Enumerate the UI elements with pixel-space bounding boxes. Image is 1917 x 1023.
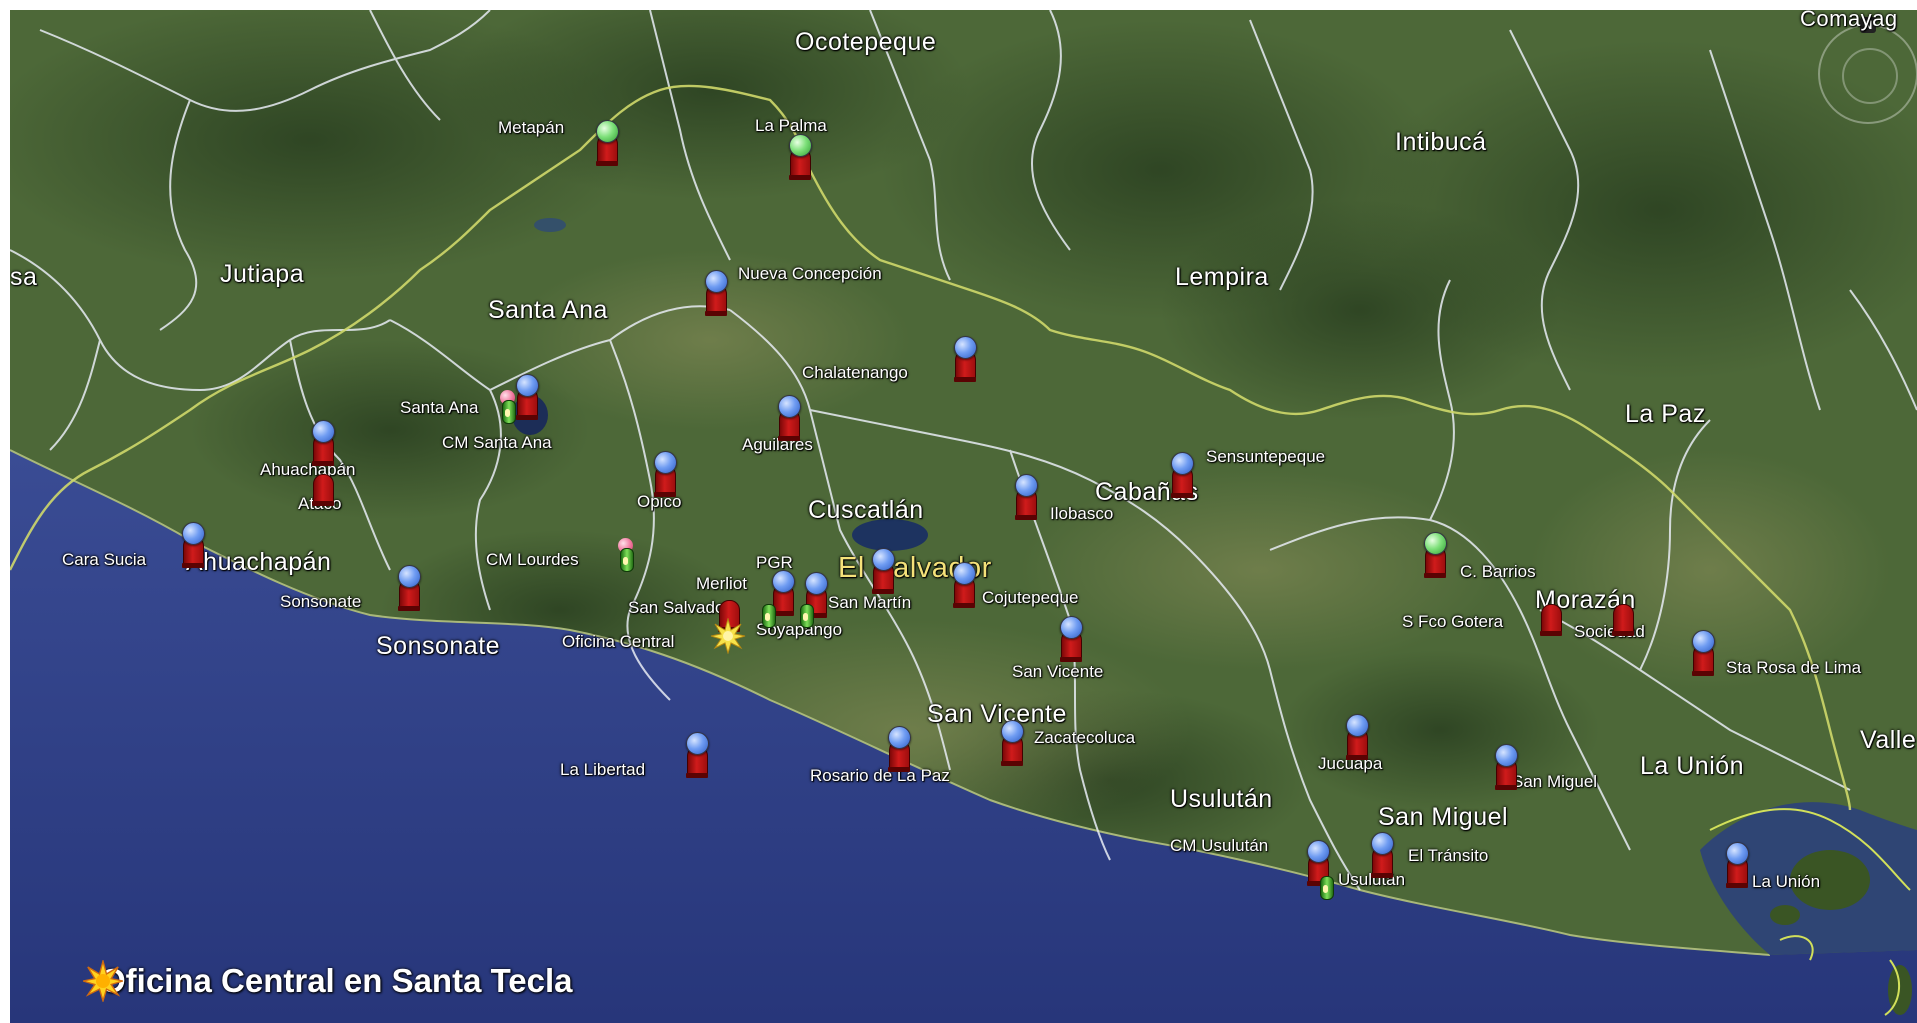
place-label-c-barrios: C. Barrios xyxy=(1460,562,1536,581)
place-label-zacatecoluca: Zacatecoluca xyxy=(1034,728,1136,747)
region-label-usulutan: Usulután xyxy=(1170,785,1273,813)
place-label-santa-ana: Santa Ana xyxy=(400,398,479,417)
marker-zacatecoluca[interactable] xyxy=(999,720,1025,768)
map-view[interactable]: N Ocotepeque Intibucá Lempira La Paz Jut… xyxy=(10,10,1917,1023)
marker-pgr[interactable] xyxy=(870,548,896,596)
marker-ahuachapan[interactable] xyxy=(310,420,336,468)
compass-north-label: N xyxy=(1860,17,1876,33)
sun-star-icon xyxy=(710,618,746,654)
marker-la-libertad[interactable] xyxy=(684,732,710,780)
marker-el-transito[interactable] xyxy=(1369,832,1395,880)
place-label-chalatenango: Chalatenango xyxy=(802,363,908,382)
place-label-la-palma: La Palma xyxy=(755,116,827,135)
marker-usulutan[interactable] xyxy=(1316,866,1336,900)
marker-sociedad[interactable] xyxy=(1610,590,1636,638)
marker-sensuntepeque[interactable] xyxy=(1169,452,1195,500)
place-label-ilobasco: Ilobasco xyxy=(1050,504,1114,523)
region-label-comayagua: Comayag xyxy=(1800,10,1898,31)
marker-rosario-de-la-paz[interactable] xyxy=(886,726,912,774)
place-label-oficina-central: Oficina Central xyxy=(562,632,675,651)
marker-cojutepeque[interactable] xyxy=(951,562,977,610)
marker-cara-sucia[interactable] xyxy=(180,522,206,570)
marker-san-miguel[interactable] xyxy=(1493,744,1519,792)
place-label-san-vicente: San Vicente xyxy=(1012,662,1104,681)
region-label-san-vicente: San Vicente xyxy=(927,700,1067,728)
place-label-metapan: Metapán xyxy=(498,118,565,137)
place-label-sonsonate: Sonsonate xyxy=(280,592,362,611)
place-label-cara-sucia: Cara Sucia xyxy=(62,550,147,569)
region-label-la-union: La Unión xyxy=(1640,752,1745,780)
place-label-la-union: La Unión xyxy=(1752,872,1821,891)
region-label-valle: Valle xyxy=(1860,726,1917,754)
region-label-jutiapa: Jutiapa xyxy=(220,260,305,288)
marker-opico[interactable] xyxy=(652,451,678,499)
place-label-el-transito: El Tránsito xyxy=(1408,846,1489,865)
marker-jucuapa[interactable] xyxy=(1344,714,1370,762)
place-label-pgr: PGR xyxy=(756,553,793,572)
marker-sta-rosa-de-lima[interactable] xyxy=(1690,630,1716,678)
compass-ring xyxy=(1842,48,1898,104)
marker-soyapango-2[interactable] xyxy=(796,594,816,628)
region-label-sa: sa xyxy=(10,263,38,291)
region-label-ahuachapan: Ahuachapán xyxy=(186,548,332,576)
marker-c-barrios[interactable] xyxy=(1422,532,1448,580)
place-label-san-salvador: San Salvador xyxy=(628,598,731,617)
place-label-la-libertad: La Libertad xyxy=(560,760,646,779)
marker-metapan[interactable] xyxy=(594,120,620,168)
place-label-nueva-concepcion: Nueva Concepción xyxy=(738,264,882,283)
region-label-san-miguel: San Miguel xyxy=(1378,803,1509,831)
place-label-sensuntepeque: Sensuntepeque xyxy=(1206,447,1326,466)
marker-nueva-concepcion[interactable] xyxy=(703,270,729,318)
region-label-ocotepeque: Ocotepeque xyxy=(795,28,937,56)
place-label-cm-usulutan: CM Usulután xyxy=(1170,836,1269,855)
legend: Oficina Central en Santa Tecla xyxy=(82,960,573,1002)
region-label-sonsonate: Sonsonate xyxy=(376,632,501,660)
marker-la-palma[interactable] xyxy=(787,134,813,182)
place-label-soyapango: Soyapango xyxy=(756,620,843,639)
marker-cm-lourdes[interactable] xyxy=(616,538,636,572)
marker-san-vicente[interactable] xyxy=(1058,616,1084,664)
marker-cm-santa-ana[interactable] xyxy=(498,390,518,424)
marker-aguilares[interactable] xyxy=(776,395,802,443)
place-label-rosario-de-la-paz: Rosario de La Paz xyxy=(810,766,950,785)
marker-san-martin[interactable] xyxy=(803,572,829,620)
place-label-cojutepeque: Cojutepeque xyxy=(982,588,1079,607)
marker-chalatenango[interactable] xyxy=(952,336,978,384)
place-label-san-martin: San Martín xyxy=(828,593,912,612)
place-label-cm-santa-ana: CM Santa Ana xyxy=(442,433,552,452)
marker-sonsonate[interactable] xyxy=(396,565,422,613)
marker-ataco[interactable] xyxy=(310,460,336,508)
marker-s-fco-gotera[interactable] xyxy=(1538,590,1564,638)
marker-soyapango[interactable] xyxy=(758,594,778,628)
place-label-sta-rosa-de-lima: Sta Rosa de Lima xyxy=(1726,658,1862,677)
marker-ilobasco[interactable] xyxy=(1013,474,1039,522)
region-label-cuscatlan: Cuscatlán xyxy=(808,496,924,524)
compass-control[interactable]: N xyxy=(1818,17,1917,124)
map-terrain xyxy=(10,10,1917,1023)
place-label-s-fco-gotera: S Fco Gotera xyxy=(1402,612,1504,631)
marker-la-union[interactable] xyxy=(1724,842,1750,890)
place-label-san-miguel: San Miguel xyxy=(1512,772,1598,791)
region-label-santa-ana: Santa Ana xyxy=(488,296,608,324)
marker-san-salvador[interactable] xyxy=(770,570,796,618)
place-label-merliot: Merliot xyxy=(696,574,748,593)
legend-label: Oficina Central en Santa Tecla xyxy=(100,962,573,999)
place-label-cm-lourdes: CM Lourdes xyxy=(486,550,579,569)
region-label-lempira: Lempira xyxy=(1175,263,1269,291)
marker-santa-ana[interactable] xyxy=(514,374,540,422)
place-label-ahuachapan: Ahuachapán xyxy=(260,460,356,479)
region-label-la-paz-hn: La Paz xyxy=(1625,400,1706,428)
sun-star-icon xyxy=(82,960,124,1002)
region-label-intibuca: Intibucá xyxy=(1395,128,1487,156)
